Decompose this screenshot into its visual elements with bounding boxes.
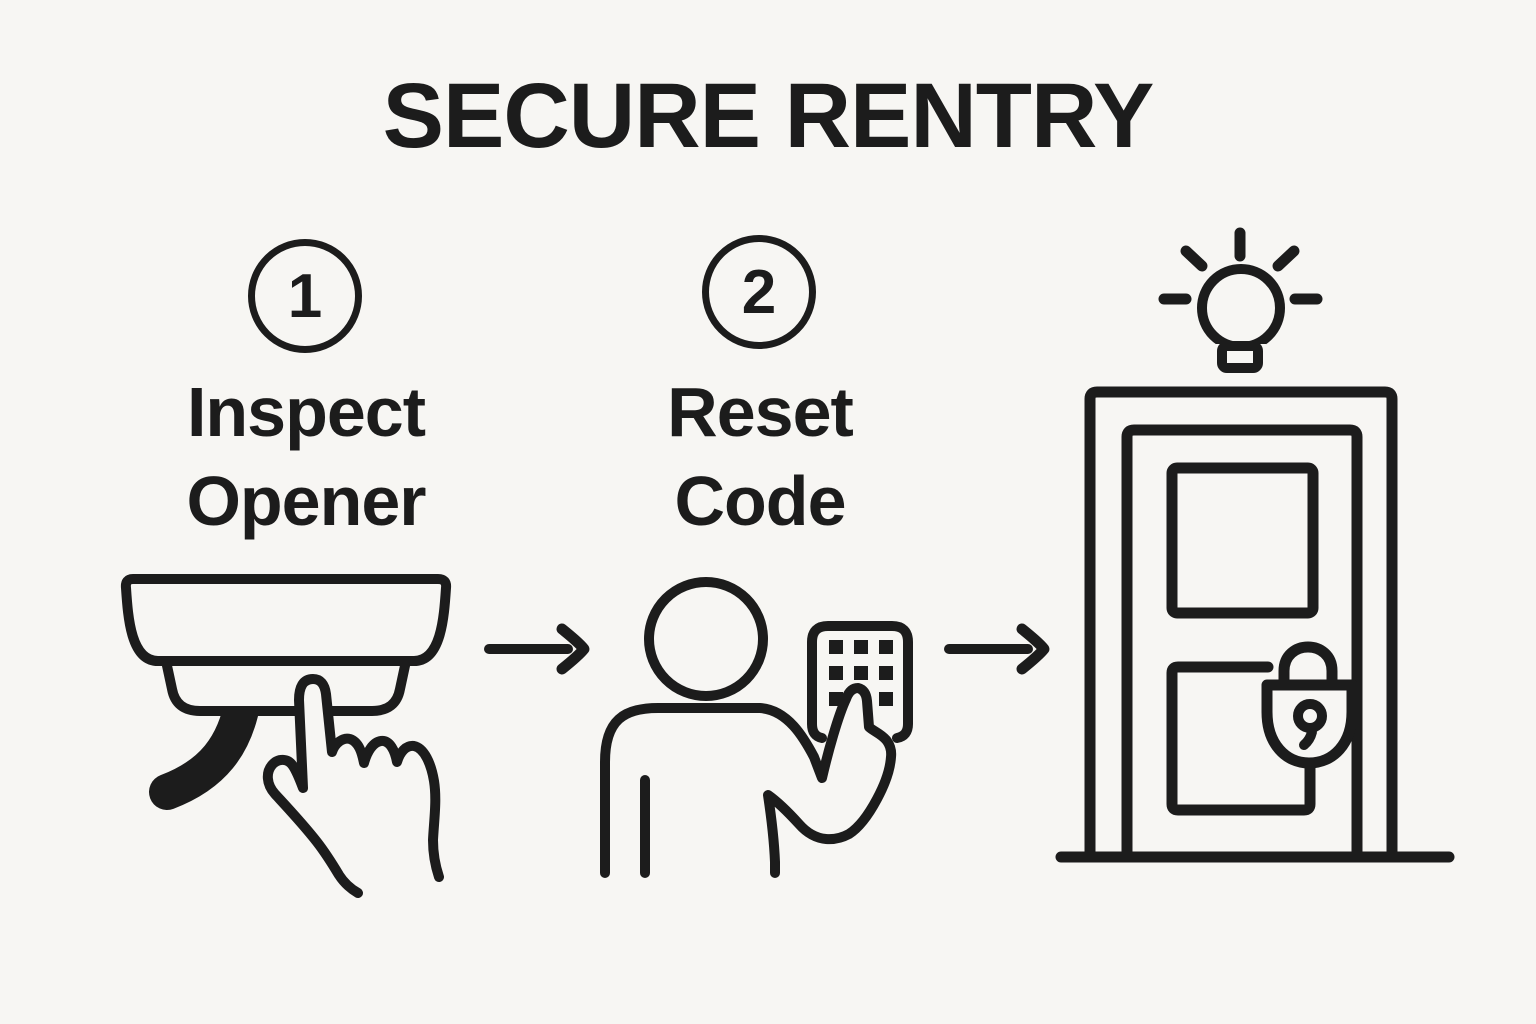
- opener-top-tier: [120, 574, 452, 666]
- person-body-and-arm: [600, 683, 897, 878]
- page-title: SECURE RENTRY: [382, 65, 1155, 167]
- step-2-label-line2: Code: [674, 462, 847, 540]
- person-head: [644, 577, 768, 701]
- step-1-number: 1: [287, 261, 323, 331]
- locked-door-with-idea-bulb-icon: [1055, 227, 1455, 863]
- arrow-right-icon: [484, 623, 590, 675]
- step-2-label: Reset Code: [550, 368, 970, 546]
- step-2-number: 2: [741, 257, 777, 327]
- padlock-icon: [1261, 641, 1358, 769]
- bulb-globe: [1197, 264, 1285, 352]
- padlock-keyhole-tail: [1299, 727, 1317, 750]
- door-slab: [1121, 424, 1363, 863]
- door-upper-panel: [1166, 462, 1319, 619]
- arrow-head: [1016, 623, 1050, 675]
- bulb-base: [1217, 341, 1263, 373]
- bulb-rays: [1158, 227, 1323, 305]
- keypad-entry-icon: [600, 577, 913, 878]
- arrow-right-icon: [944, 623, 1050, 675]
- idea-bulb-icon: [1158, 227, 1323, 373]
- step-1-label: Inspect Opener: [96, 368, 516, 546]
- step-1-label-line2: Opener: [186, 462, 426, 540]
- garage-opener-press-icon: [120, 574, 452, 898]
- step-1-label-line1: Inspect: [186, 373, 426, 451]
- door-outer-frame: [1084, 386, 1398, 863]
- door-lower-panel: [1166, 661, 1316, 816]
- step-1-badge: 1: [248, 239, 362, 353]
- step-2-badge: 2: [702, 235, 816, 349]
- opener-pressing-hand: [262, 674, 444, 898]
- arrow-head: [556, 623, 590, 675]
- opener-lower-tier: [161, 656, 411, 716]
- step-2-label-line1: Reset: [667, 373, 854, 451]
- keypad-panel: [807, 621, 913, 743]
